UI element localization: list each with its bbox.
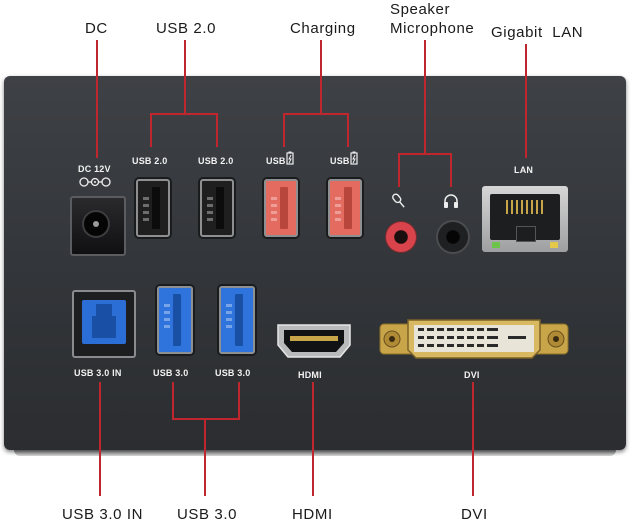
leader-lan bbox=[525, 44, 527, 158]
dock-base-shadow bbox=[14, 448, 616, 456]
dc-power-jack bbox=[70, 196, 126, 256]
usb-2-0-port-a bbox=[136, 179, 170, 237]
leader-usb30-left bbox=[172, 382, 174, 420]
ethernet-rj45-port bbox=[482, 186, 568, 252]
callout-gigabit-lan: Gigabit LAN bbox=[491, 24, 584, 41]
microphone-icon bbox=[392, 193, 405, 208]
battery-charging-icon bbox=[350, 151, 358, 165]
port-label-usb-charge-b: USB bbox=[330, 156, 350, 166]
speaker-jack bbox=[438, 222, 468, 252]
port-label-lan: LAN bbox=[514, 165, 534, 175]
dock-body bbox=[4, 76, 626, 450]
leader-audio-right bbox=[450, 153, 452, 187]
callout-microphone: Microphone bbox=[390, 20, 475, 37]
dvi-port bbox=[379, 319, 569, 359]
leader-charging-left bbox=[283, 113, 285, 147]
usb-3-0-b-input-port bbox=[72, 290, 136, 358]
usb-charging-port-a bbox=[264, 179, 298, 237]
usb-3-0-port-b bbox=[219, 286, 255, 354]
leader-usb20-bar bbox=[150, 113, 218, 115]
leader-hdmi bbox=[312, 382, 314, 496]
leader-usb20-right bbox=[216, 113, 218, 147]
leader-dc bbox=[96, 40, 98, 158]
port-label-hdmi: HDMI bbox=[298, 370, 322, 380]
callout-dvi: DVI bbox=[461, 506, 488, 523]
leader-usb30-right bbox=[238, 382, 240, 420]
port-label-dvi: DVI bbox=[464, 370, 480, 380]
callout-usb-2-0: USB 2.0 bbox=[156, 20, 217, 37]
headphones-icon bbox=[444, 194, 458, 208]
port-label-usb-charge-a: USB bbox=[266, 156, 286, 166]
leader-audio-bar bbox=[398, 153, 452, 155]
hdmi-port bbox=[277, 324, 351, 358]
callout-speaker: Speaker bbox=[390, 1, 451, 18]
leader-charging-right bbox=[347, 113, 349, 147]
leader-audio-stem bbox=[424, 40, 426, 154]
leader-charging-stem bbox=[320, 40, 322, 114]
leader-usb30-stem bbox=[204, 418, 206, 496]
port-label-usb30-b: USB 3.0 bbox=[215, 368, 251, 378]
port-label-usb20-b: USB 2.0 bbox=[198, 156, 234, 166]
callout-hdmi: HDMI bbox=[292, 506, 333, 523]
callout-charging: Charging bbox=[290, 20, 356, 37]
dc-polarity-icon bbox=[79, 177, 111, 187]
usb-3-0-port-a bbox=[157, 286, 193, 354]
usb-charging-port-b bbox=[328, 179, 362, 237]
leader-charging-bar bbox=[283, 113, 349, 115]
leader-audio-left bbox=[398, 153, 400, 187]
microphone-jack bbox=[386, 222, 416, 252]
port-label-usb30-in: USB 3.0 IN bbox=[74, 368, 122, 378]
port-label-usb20-a: USB 2.0 bbox=[132, 156, 168, 166]
battery-charging-icon bbox=[286, 151, 294, 165]
callout-usb-3-0-in: USB 3.0 IN bbox=[62, 506, 144, 523]
port-label-dc: DC 12V bbox=[78, 164, 111, 174]
leader-usb20-left bbox=[150, 113, 152, 147]
port-label-usb30-a: USB 3.0 bbox=[153, 368, 189, 378]
leader-usb20-stem bbox=[184, 40, 186, 114]
callout-dc: DC bbox=[85, 20, 108, 37]
leader-usb30-bar bbox=[172, 418, 240, 420]
leader-dvi bbox=[472, 382, 474, 496]
usb-2-0-port-b bbox=[200, 179, 234, 237]
leader-usb30-in bbox=[99, 382, 101, 496]
callout-usb-3-0: USB 3.0 bbox=[177, 506, 238, 523]
